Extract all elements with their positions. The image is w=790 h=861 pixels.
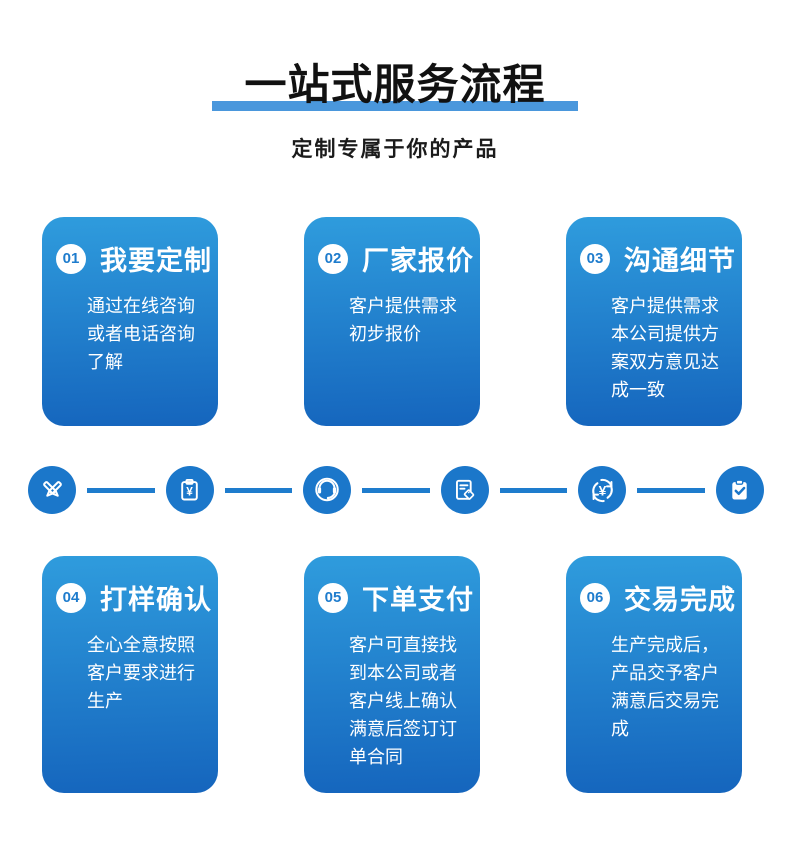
connector-line <box>224 487 293 493</box>
connector-line <box>362 487 430 493</box>
step-badge: 06 <box>580 582 610 613</box>
step-title: 厂家报价 <box>362 246 474 277</box>
step-badge: 02 <box>318 243 348 274</box>
page-header: 一站式服务流程 定制专属于你的产品 <box>0 0 790 163</box>
step-badge: 05 <box>318 582 348 613</box>
step-desc: 客户提供需求初步报价 <box>349 296 457 345</box>
step-card-1: 01 我要定制 通过在线咨询或者电话咨询了解 <box>42 217 218 427</box>
step-card-2: 02 厂家报价 客户提供需求初步报价 <box>304 217 480 427</box>
process-icon-row: ¥ <box>0 466 790 515</box>
step-badge: 03 <box>580 243 610 274</box>
step-desc: 全心全意按照客户要求进行生产 <box>87 635 195 712</box>
connector-line <box>499 487 568 493</box>
quote-clipboard-icon: ¥ <box>165 466 214 515</box>
steps-row-bottom: 04 打样确认 全心全意按照客户要求进行生产 05 下单支付 客户可直接找到本公… <box>0 556 790 794</box>
svg-text:¥: ¥ <box>599 482 607 498</box>
step-title: 打样确认 <box>100 585 212 616</box>
step-desc: 通过在线咨询或者电话咨询了解 <box>87 296 195 373</box>
step-title: 交易完成 <box>624 585 736 616</box>
step-badge: 04 <box>56 582 86 613</box>
step-desc: 客户提供需求本公司提供方案双方意见达成一致 <box>611 296 719 401</box>
connector-line <box>87 487 155 493</box>
page-subtitle: 定制专属于你的产品 <box>291 138 499 162</box>
step-card-3: 03 沟通细节 客户提供需求本公司提供方案双方意见达成一致 <box>566 217 742 427</box>
step-desc: 生产完成后，产品交予客户满意后交易完成 <box>611 635 719 740</box>
title-underline <box>212 101 578 112</box>
payment-refresh-icon: ¥ <box>578 466 627 515</box>
svg-text:¥: ¥ <box>186 485 193 499</box>
quote-document-icon <box>440 466 489 515</box>
step-badge: 01 <box>56 243 86 274</box>
steps-row-top: 01 我要定制 通过在线咨询或者电话咨询了解 02 厂家报价 客户提供需求初步报… <box>0 217 790 427</box>
step-card-5: 05 下单支付 客户可直接找到本公司或者客户线上确认满意后签订订单合同 <box>304 556 480 794</box>
connector-line <box>637 487 705 493</box>
step-desc: 客户可直接找到本公司或者客户线上确认满意后签订订单合同 <box>349 635 457 768</box>
step-title: 沟通细节 <box>624 246 736 277</box>
customer-service-icon <box>303 466 352 515</box>
step-title: 下单支付 <box>362 585 474 616</box>
order-complete-icon <box>715 466 764 515</box>
page-title: 一站式服务流程 <box>244 61 546 108</box>
step-card-4: 04 打样确认 全心全意按照客户要求进行生产 <box>42 556 218 794</box>
design-pens-icon <box>28 466 76 515</box>
step-card-6: 06 交易完成 生产完成后，产品交予客户满意后交易完成 <box>566 556 742 794</box>
step-title: 我要定制 <box>100 246 212 277</box>
